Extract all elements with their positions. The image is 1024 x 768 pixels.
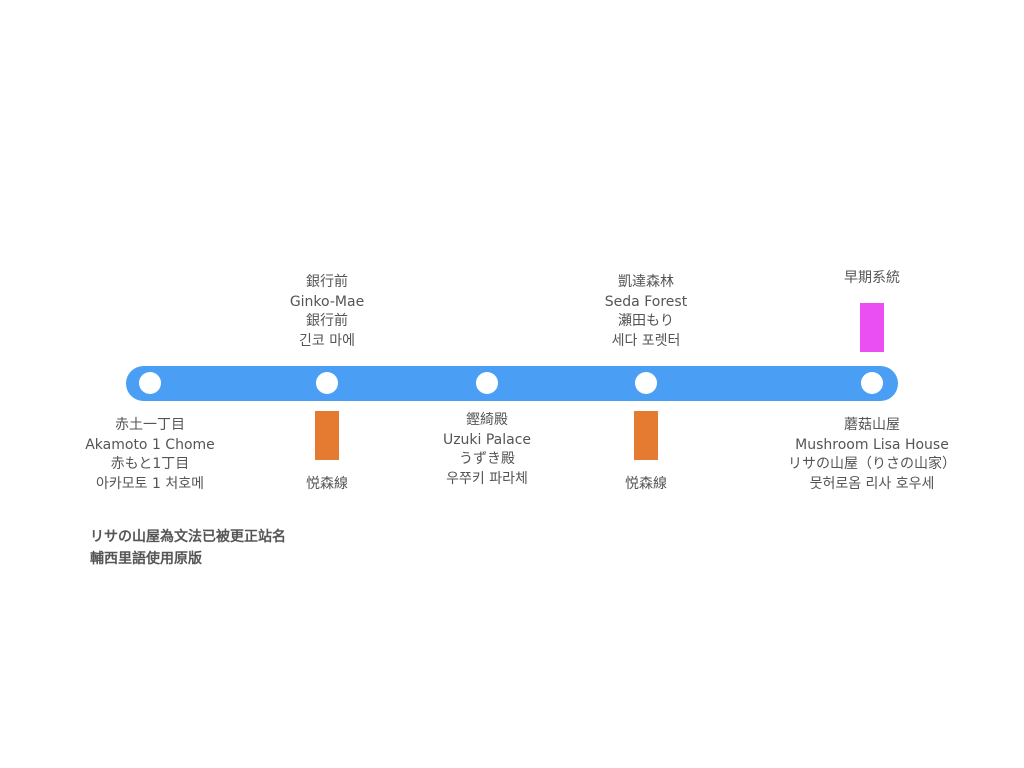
station-name-kanji: 蘑菇山屋 — [844, 417, 900, 433]
station-name-kana: うずき殿 — [459, 451, 515, 467]
station-label-akamoto: 赤土一丁目 Akamoto 1 Chome 赤もと1丁目 아카모토 1 처호메 — [30, 416, 270, 494]
station-marker-uzuki-palace[interactable] — [476, 372, 498, 394]
footnote-line-2: 輔西里語使用原版 — [90, 551, 202, 567]
station-name-english: Akamoto 1 Chome — [85, 436, 215, 453]
station-name-english: Ginko-Mae — [289, 293, 365, 310]
transfer-label-etsumori-2: 悦森線 — [625, 476, 667, 492]
station-marker-mushroom-lisa-house[interactable] — [861, 372, 883, 394]
footnote: リサの山屋為文法已被更正站名 輔西里語使用原版 — [90, 526, 286, 570]
station-name-kanji: 赤土一丁目 — [115, 417, 185, 433]
station-name-kana: 赤もと1丁目 — [110, 456, 190, 472]
station-name-korean: 뭇허로옴 리사 호우세 — [809, 475, 935, 492]
station-label-uzuki-palace: 鏗綺殿 Uzuki Palace うずき殿 우쭈키 파라체 — [367, 411, 607, 489]
transfer-label-early-system: 早期系統 — [844, 270, 900, 286]
transfer-bar-etsumori-1 — [315, 411, 339, 460]
station-name-kana: リサの山屋（りさの山家） — [788, 456, 956, 472]
station-name-korean: 세다 포렛터 — [611, 332, 681, 349]
station-name-english: Uzuki Palace — [442, 431, 532, 448]
station-name-kana: 銀行前 — [306, 313, 348, 329]
footnote-line-1: リサの山屋為文法已被更正站名 — [90, 529, 286, 545]
station-name-english: Seda Forest — [604, 293, 688, 310]
station-marker-akamoto[interactable] — [139, 372, 161, 394]
station-name-korean: 긴코 마에 — [299, 332, 355, 349]
station-label-mushroom-lisa-house: 蘑菇山屋 Mushroom Lisa House リサの山屋（りさの山家） 뭇허… — [752, 416, 992, 494]
transit-line — [126, 366, 898, 401]
station-name-korean: 아카모토 1 처호메 — [96, 475, 204, 492]
station-marker-ginko-mae[interactable] — [316, 372, 338, 394]
station-name-kanji: 凱達森林 — [618, 274, 674, 290]
station-label-seda-forest: 凱達森林 Seda Forest 瀬田もり 세다 포렛터 — [526, 273, 766, 351]
transfer-bar-etsumori-2 — [634, 411, 658, 460]
station-name-english: Mushroom Lisa House — [795, 436, 949, 453]
station-label-ginko-mae: 銀行前 Ginko-Mae 銀行前 긴코 마에 — [207, 273, 447, 351]
station-name-kanji: 銀行前 — [306, 274, 348, 290]
station-name-korean: 우쭈키 파라체 — [446, 470, 528, 487]
station-name-kana: 瀬田もり — [618, 313, 674, 329]
transfer-bar-early-system — [860, 303, 884, 352]
station-marker-seda-forest[interactable] — [635, 372, 657, 394]
station-name-kanji: 鏗綺殿 — [466, 412, 508, 428]
transfer-label-etsumori-1: 悦森線 — [306, 476, 348, 492]
